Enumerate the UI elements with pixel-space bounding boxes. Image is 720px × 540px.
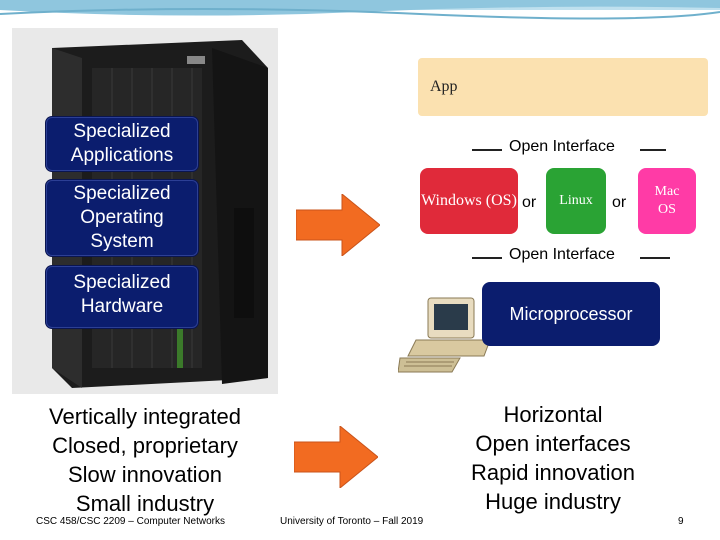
right-summary: Horizontal Open interfaces Rapid innovat… [448, 400, 658, 516]
open-interface-top-label: Open Interface [505, 138, 619, 156]
left-summary-line: Vertically integrated [49, 404, 241, 429]
open-interface-bottom-line-right [640, 257, 670, 259]
app-label: App [430, 78, 458, 95]
specialized-os-label: Specialized Operating System [73, 183, 171, 252]
open-interface-bottom-line-left [472, 257, 502, 259]
top-decorative-band [0, 0, 720, 20]
linux-os-box: Linux [546, 168, 606, 234]
specialized-applications-label: Specialized Applications [70, 121, 174, 166]
left-summary-line: Small industry [75, 491, 215, 516]
left-summary-line: Slow innovation [67, 462, 223, 487]
or-label-2: or [612, 194, 627, 211]
footer-course: CSC 458/CSC 2209 – Computer Networks [36, 516, 225, 527]
right-summary-line: Huge industry [485, 489, 621, 514]
microprocessor-box: Microprocessor [482, 282, 660, 346]
mac-os-box: Mac OS [638, 168, 696, 234]
open-interface-bottom-label: Open Interface [505, 246, 619, 264]
footer-page-number: 9 [678, 516, 684, 527]
specialized-os-box: Specialized Operating System [46, 180, 198, 256]
specialized-hardware-label: Specialized Hardware [73, 272, 171, 317]
windows-os-label: Windows (OS) [421, 192, 517, 209]
specialized-applications-box: Specialized Applications [46, 117, 198, 171]
open-interface-top-line-left [472, 149, 502, 151]
left-summary: Vertically integrated Closed, proprietar… [30, 402, 260, 518]
right-summary-line: Rapid innovation [471, 460, 635, 485]
left-summary-line: Closed, proprietary [52, 433, 238, 458]
windows-os-box: Windows (OS) [420, 168, 518, 234]
or-label-1: or [522, 194, 537, 211]
footer-university: University of Toronto – Fall 2019 [280, 516, 424, 527]
upper-arrow [296, 194, 380, 256]
app-box [418, 58, 708, 116]
lower-arrow [294, 426, 378, 488]
open-interface-top-line-right [640, 149, 666, 151]
right-summary-line: Open interfaces [475, 431, 631, 456]
desktop-computer-image [398, 297, 491, 373]
specialized-hardware-box: Specialized Hardware [46, 266, 198, 328]
right-summary-line: Horizontal [503, 402, 603, 427]
linux-os-label: Linux [559, 193, 593, 208]
mac-os-label: Mac OS [654, 184, 680, 217]
microprocessor-label: Microprocessor [509, 304, 633, 324]
